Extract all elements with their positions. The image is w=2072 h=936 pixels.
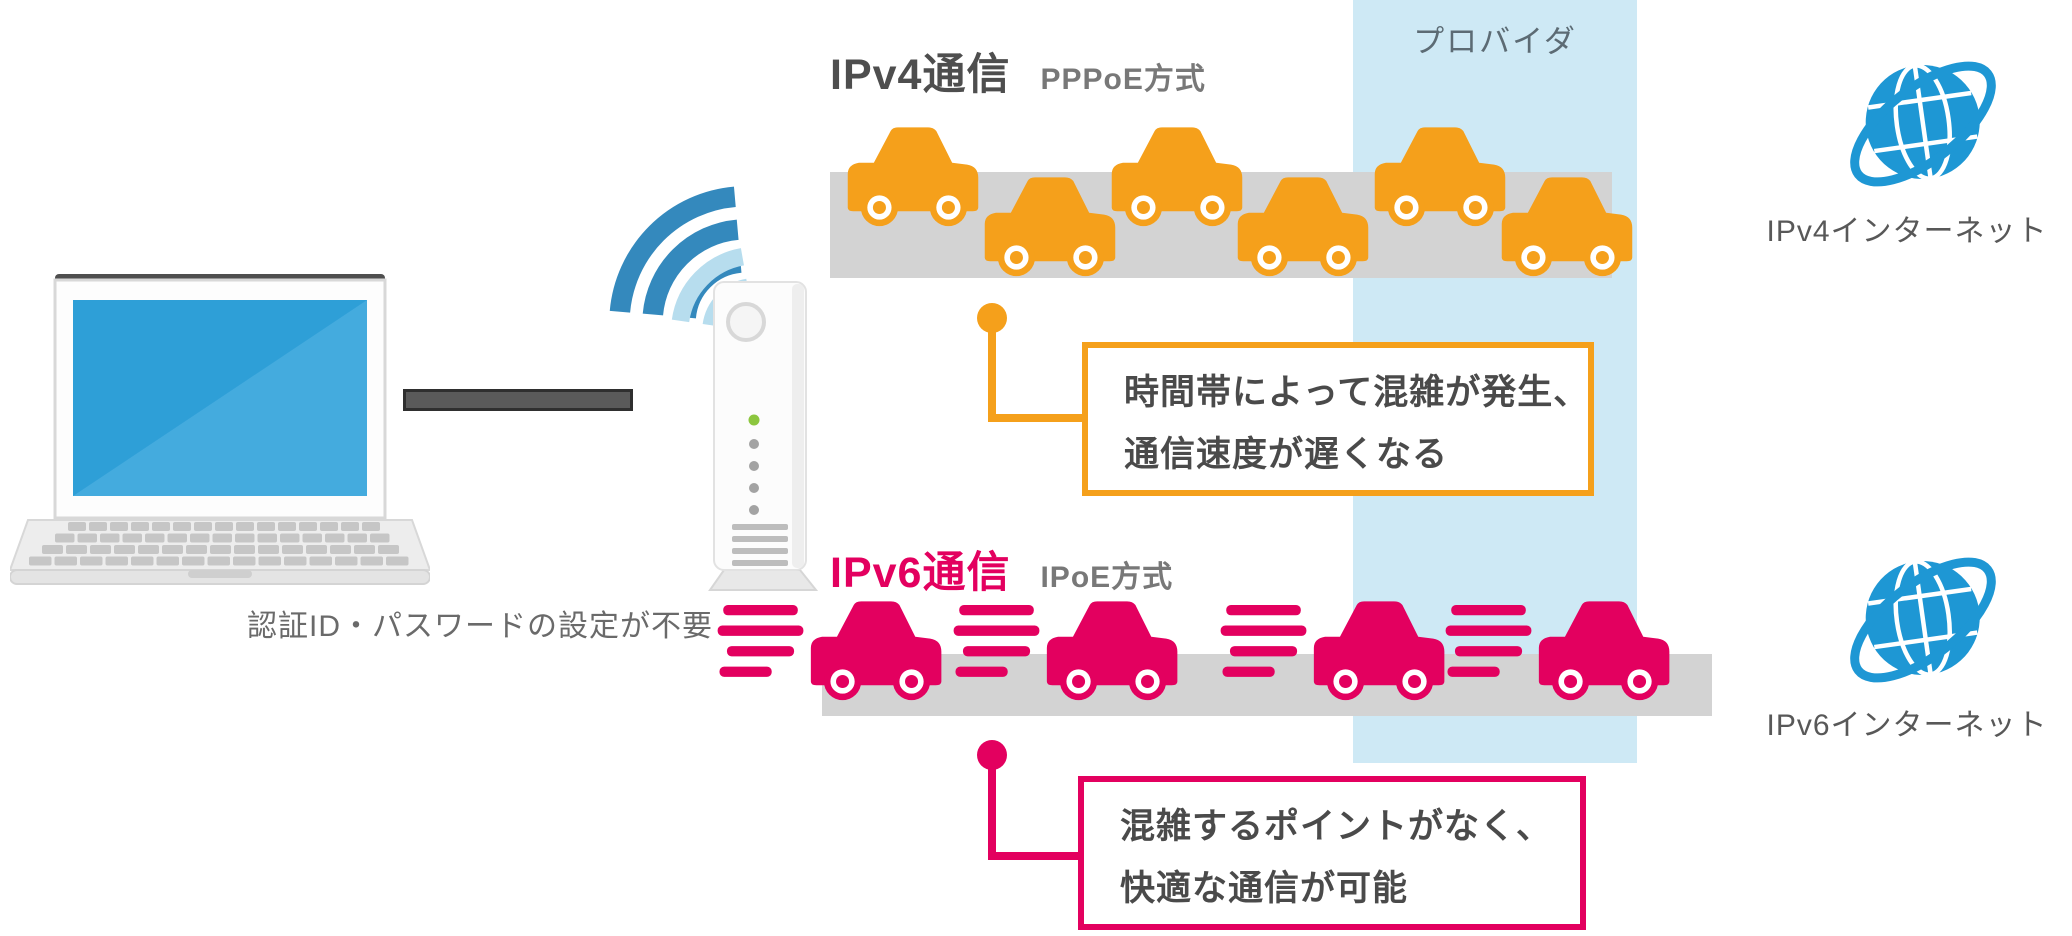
ipv6-internet-label: IPv6インターネット	[1766, 709, 2048, 742]
ipv4-callout-line1: 時間帯によって混雑が発生、	[1124, 373, 1590, 412]
ipv4-callout-line-h	[988, 414, 1084, 422]
ipv6-callout-line2: 快適な通信が可能	[1120, 869, 1409, 908]
ipv6-internet-globe-icon	[1838, 532, 2008, 712]
ipv4-method: PPPoE方式	[1040, 63, 1206, 96]
ipv4-internet-globe-icon	[1838, 36, 2008, 216]
ipv6-car-icon	[1220, 592, 1445, 707]
ipv6-car-icon	[717, 592, 942, 707]
router-icon	[688, 270, 838, 597]
ipv6-callout-line1: 混雑するポイントがなく、	[1120, 807, 1553, 846]
ipv4-car-icon	[838, 118, 988, 233]
ipv6-car-icon	[1445, 592, 1670, 707]
ipv4-heading: IPv4通信 PPPoE方式	[830, 40, 1206, 102]
router-led-green	[748, 414, 760, 426]
ipv6-callout-line-v	[988, 755, 996, 860]
laptop-icon	[8, 268, 432, 593]
lan-cable	[403, 389, 633, 411]
ipv6-method: IPoE方式	[1040, 561, 1174, 594]
provider-label: プロバイダ	[1413, 24, 1577, 59]
ipv4-callout-line-v	[988, 318, 996, 422]
ipv4-internet-label: IPv4インターネット	[1766, 215, 2048, 248]
ipv4-title: IPv4通信	[830, 51, 1011, 99]
router-button	[726, 302, 766, 342]
ipv4-car-icon	[1228, 168, 1378, 283]
ipv4-callout: 時間帯によって混雑が発生、 通信速度が遅くなる	[1082, 342, 1594, 496]
ipv4-car-icon	[1492, 168, 1642, 283]
ipv6-title: IPv6通信	[830, 549, 1011, 597]
ipv6-callout-line-h	[988, 852, 1080, 860]
laptop-keyboard	[29, 522, 409, 566]
ipv6-heading: IPv6通信 IPoE方式	[830, 538, 1173, 600]
auth-note: 認証ID・パスワードの設定が不要	[247, 610, 713, 643]
ipv4-callout-line2: 通信速度が遅くなる	[1124, 435, 1449, 474]
ipv6-car-icon	[953, 592, 1178, 707]
ipv6-callout: 混雑するポイントがなく、 快適な通信が可能	[1078, 776, 1586, 930]
